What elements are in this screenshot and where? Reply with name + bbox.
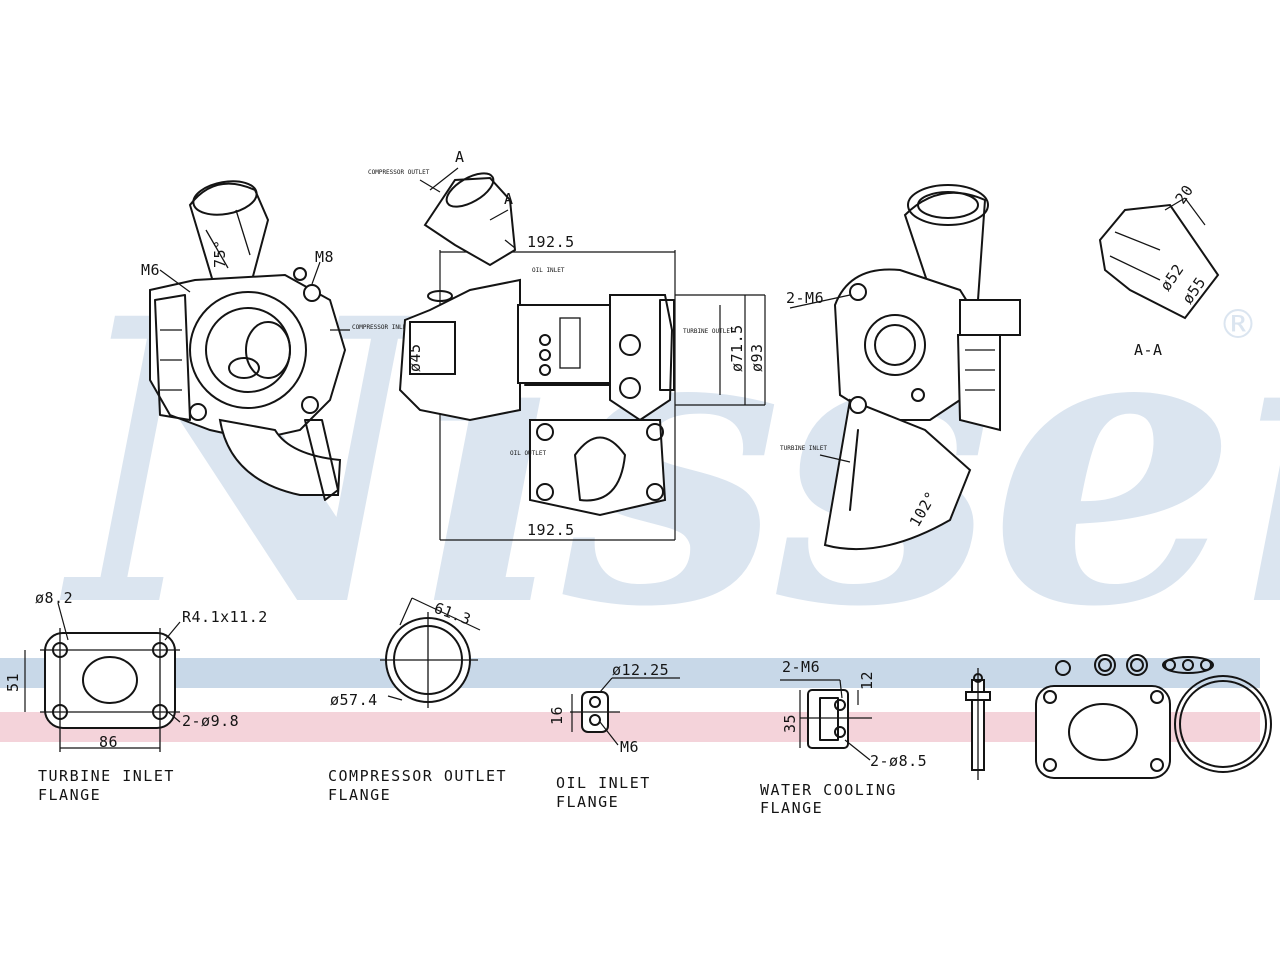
label-holes-8-5: 2-ø8.5 xyxy=(870,752,927,770)
blue-band xyxy=(0,658,1260,688)
label-dim-12: 12 xyxy=(858,671,876,690)
label-width-bottom: 192.5 xyxy=(527,521,575,539)
label-2-m6-right: 2-M6 xyxy=(786,289,824,307)
note-oil-inlet: OIL INLET xyxy=(532,267,565,274)
label-holes-9-8: 2-ø9.8 xyxy=(182,712,239,730)
right-view: 2-M6 102° TURBINE INLET xyxy=(780,184,1021,551)
hardware-kit xyxy=(965,654,1272,780)
label-thread-2-m6: 2-M6 xyxy=(782,658,820,676)
note-turbine-inlet: TURBINE INLET xyxy=(780,445,827,452)
label-dia-93: ø93 xyxy=(748,343,766,372)
caption-water-cooling-2: FLANGE xyxy=(760,799,823,817)
water-cooling-flange: 2-M6 12 35 2-ø8.5 WATER COOLING FLANGE xyxy=(760,658,927,817)
left-view: M6 M8 75° COMPRESSOR INLET xyxy=(141,180,410,501)
note-oil-outlet: OIL OUTLET xyxy=(510,450,547,457)
label-thread-m6: M6 xyxy=(620,738,639,756)
compressor-outlet-flange: 61.3 ø57.4 COMPRESSOR OUTLET FLANGE xyxy=(328,597,507,804)
label-slot: R4.1x11.2 xyxy=(182,608,268,626)
label-dia-45: ø45 xyxy=(406,343,424,372)
center-view: ø71.5 ø93 ø45 192.5 192.5 A A COMPRESSOR… xyxy=(368,148,766,541)
label-width-top: 192.5 xyxy=(527,233,575,251)
label-dia-71-5: ø71.5 xyxy=(728,324,746,372)
caption-turbine-inlet-2: FLANGE xyxy=(38,786,101,804)
label-section-aa: A-A xyxy=(1134,341,1163,359)
note-turbine-outlet: TURBINE OUTLET xyxy=(683,328,734,335)
note-compressor-outlet: COMPRESSOR OUTLET xyxy=(368,169,430,176)
label-hole-dia-8-2: ø8.2 xyxy=(35,589,73,607)
label-dim-35: 35 xyxy=(781,714,799,733)
caption-oil-inlet-1: OIL INLET xyxy=(556,774,651,792)
section-aa: 20 ø52 ø55 A-A xyxy=(1098,181,1220,359)
label-section-a2: A xyxy=(504,190,514,208)
label-width-86: 86 xyxy=(99,733,118,751)
caption-compressor-outlet-2: FLANGE xyxy=(328,786,391,804)
label-inner-57-4: ø57.4 xyxy=(330,691,378,709)
label-section-a1: A xyxy=(455,148,465,166)
turbine-inlet-flange: ø8.2 R4.1x11.2 51 2-ø9.8 86 TURBINE INLE… xyxy=(4,589,268,804)
label-m6: M6 xyxy=(141,261,160,279)
label-hole-12-25: ø12.25 xyxy=(612,661,669,679)
registered-mark: ® xyxy=(1218,302,1258,348)
caption-compressor-outlet-1: COMPRESSOR OUTLET xyxy=(328,767,507,785)
oil-inlet-flange: ø12.25 16 M6 OIL INLET FLANGE xyxy=(548,661,680,811)
label-angle-75: 75° xyxy=(211,239,229,268)
label-height-16: 16 xyxy=(548,706,566,725)
label-height-51: 51 xyxy=(4,673,22,692)
note-compressor-inlet: COMPRESSOR INLET xyxy=(352,324,410,331)
label-m8: M8 xyxy=(315,248,334,266)
caption-turbine-inlet-1: TURBINE INLET xyxy=(38,767,175,785)
caption-water-cooling-1: WATER COOLING xyxy=(760,781,897,799)
caption-oil-inlet-2: FLANGE xyxy=(556,793,619,811)
